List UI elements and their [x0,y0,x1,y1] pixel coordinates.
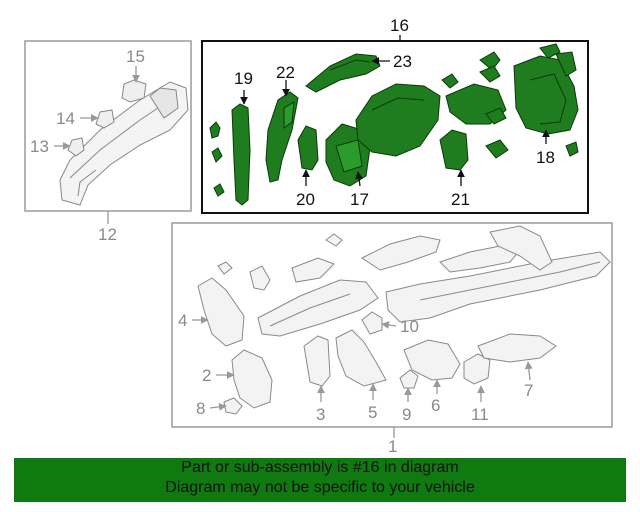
bracket-part-15[interactable] [121,79,147,103]
callout-2[interactable]: 2 [202,366,211,385]
callout-21[interactable]: 21 [451,190,470,209]
callout-13[interactable]: 13 [30,137,49,156]
callout-12[interactable]: 12 [98,225,117,244]
leader-7 [524,361,533,381]
callout-19[interactable]: 19 [234,69,253,88]
rail-extension-part-12[interactable] [59,81,189,206]
group-16-frame [201,40,589,214]
info-banner: Part or sub-assembly is #16 in diagram D… [14,458,626,502]
callout-5[interactable]: 5 [368,403,377,422]
callout-18[interactable]: 18 [536,148,555,167]
callout-1[interactable]: 1 [388,437,397,455]
callout-6[interactable]: 6 [431,396,440,415]
callout-15[interactable]: 15 [126,47,145,66]
callout-3[interactable]: 3 [316,405,325,424]
callout-4[interactable]: 4 [178,311,187,330]
callout-11[interactable]: 11 [471,405,489,424]
callout-17[interactable]: 17 [350,190,369,209]
leader-10 [381,321,397,329]
callout-9[interactable]: 9 [402,405,411,424]
leader-17 [355,171,363,187]
callout-16[interactable]: 16 [390,16,409,35]
bracket-part-14[interactable] [95,109,115,129]
leader-8 [209,403,227,411]
group-1-frame [171,222,613,428]
clip-part-13[interactable] [67,137,85,157]
body-parts-1[interactable] [197,225,611,415]
callout-23[interactable]: 23 [393,52,412,71]
callout-20[interactable]: 20 [296,190,315,209]
parts-diagram: 15 14 13 12 16 [24,16,613,455]
callout-14[interactable]: 14 [56,109,75,128]
callout-22[interactable]: 22 [276,63,295,82]
banner-line-2: Diagram may not be specific to your vehi… [165,479,475,496]
highlighted-parts-16[interactable] [209,43,579,206]
callout-10[interactable]: 10 [400,317,419,336]
banner-line-1: Part or sub-assembly is #16 in diagram [181,459,459,476]
callout-7[interactable]: 7 [524,381,533,400]
callout-8[interactable]: 8 [196,399,205,418]
